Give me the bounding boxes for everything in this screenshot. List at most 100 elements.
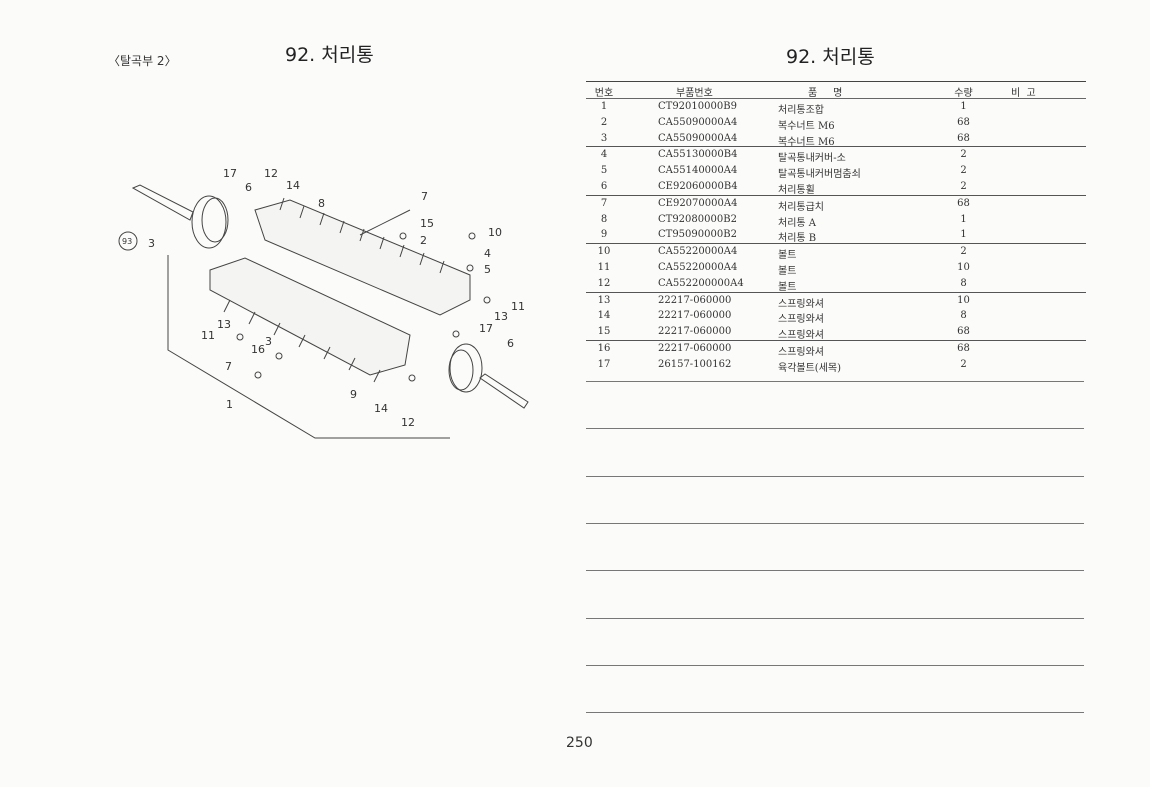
row-no: 15 [597, 326, 611, 338]
callout-label: 11 [201, 329, 215, 342]
row-qty: 68 [957, 342, 970, 354]
row-part-number: CT92010000B9 [658, 101, 737, 112]
lower-drum [209, 257, 411, 376]
row-part-number: 22217-060000 [658, 310, 732, 322]
callout-label: 4 [484, 247, 491, 260]
callout-label: 7 [421, 190, 428, 203]
row-no: 9 [600, 229, 608, 241]
callout-label: 11 [511, 300, 525, 313]
callout-label: 14 [286, 179, 300, 192]
right-wheel [449, 343, 483, 393]
callout-label: 17 [223, 167, 237, 180]
row-part-number: 22217-060000 [658, 326, 732, 338]
row-qty: 2 [960, 165, 967, 177]
row-qty: 68 [957, 326, 970, 338]
row-no: 16 [597, 342, 611, 354]
header-name: 품 명 [808, 88, 843, 99]
callout-label: 93 [122, 237, 132, 246]
callout-label: 3 [148, 237, 155, 250]
row-part-number: CA55130000B4 [658, 149, 738, 161]
left-shaft [131, 184, 194, 221]
row-name: 탈곡통내커버멈춤쇠 [778, 169, 861, 181]
callout-label: 16 [251, 343, 265, 356]
callout-label: 12 [264, 167, 278, 180]
row-name: 처리통휠 [778, 184, 815, 196]
callout-label: 14 [374, 402, 388, 415]
left-wheel [191, 195, 227, 249]
row-no: 6 [600, 180, 608, 192]
row-part-number: CE92070000A4 [658, 197, 738, 209]
section-label: 〈탈곡부 2〉 [108, 54, 177, 68]
row-part-number: CA55220000A4 [658, 261, 738, 273]
callout-label: 5 [484, 263, 491, 276]
row-qty: 1 [960, 213, 967, 225]
row-qty: 10 [957, 261, 970, 273]
callout-label: 6 [245, 181, 252, 194]
row-part-number: CT92080000B2 [658, 213, 737, 225]
row-qty: 2 [960, 246, 967, 258]
row-qty: 68 [957, 197, 970, 209]
callout-label: 8 [318, 197, 325, 210]
row-name: 탈곡통내커버-소 [778, 153, 846, 165]
row-no: 3 [600, 132, 608, 144]
row-name: 볼트 [778, 265, 797, 277]
row-part-number: CA55140000A4 [658, 165, 738, 177]
row-no: 5 [600, 165, 608, 177]
callout-label: 1 [226, 398, 233, 411]
right-shaft [479, 373, 529, 409]
callout-label: 17 [479, 322, 493, 335]
row-part-number: CA55220000A4 [658, 246, 738, 258]
callout-label: 13 [217, 318, 231, 331]
callout-label: 6 [507, 337, 514, 350]
row-name: 스프링와셔 [778, 298, 824, 310]
row-name: 처리통 A [778, 217, 817, 229]
row-no: 1 [600, 101, 608, 112]
row-name: 볼트 [778, 281, 797, 293]
row-name: 처리통 B [778, 233, 817, 245]
header-remarks: 비 고 [1011, 88, 1036, 99]
row-qty: 8 [960, 277, 967, 289]
row-name: 육각볼트(세목) [778, 362, 842, 374]
row-qty: 8 [960, 310, 967, 322]
table-row: 15 22217-060000 스프링와셔 68 [586, 324, 1086, 342]
callout-label: 15 [420, 217, 434, 230]
exploded-parts-diagram: 17 12 6 14 8 7 15 2 10 4 5 93 3 11 13 17… [118, 167, 529, 439]
row-name: 복수너트 M6 [778, 136, 835, 148]
row-qty: 2 [960, 149, 967, 161]
header-part-number: 부품번호 [676, 88, 713, 99]
upper-drum [254, 199, 471, 316]
row-part-number: 26157-100162 [658, 358, 732, 370]
row-no: 10 [597, 246, 611, 258]
row-qty: 2 [960, 358, 967, 370]
row-qty: 2 [960, 180, 967, 192]
reference-circle-93 [118, 231, 138, 251]
header-no: 번호 [594, 88, 614, 99]
row-part-number: CA552200000A4 [658, 277, 744, 289]
callout-label: 10 [488, 226, 502, 239]
header-qty: 수량 [954, 88, 973, 99]
row-part-number: CT95090000B2 [658, 229, 737, 241]
table-header: 번호 부품번호 품 명 수량 비 고 [586, 81, 1086, 99]
row-no: 2 [600, 116, 608, 128]
row-no: 8 [600, 213, 608, 225]
row-no: 14 [597, 310, 611, 322]
row-name: 처리통급치 [778, 201, 824, 213]
callout-label: 2 [420, 234, 427, 247]
row-qty: 1 [960, 229, 967, 241]
row-part-number: 22217-060000 [658, 342, 732, 354]
callout-label: 12 [401, 416, 415, 429]
table-row: 9 CT95090000B2 처리통 B 1 [586, 227, 1086, 245]
row-name: 스프링와셔 [778, 330, 824, 342]
